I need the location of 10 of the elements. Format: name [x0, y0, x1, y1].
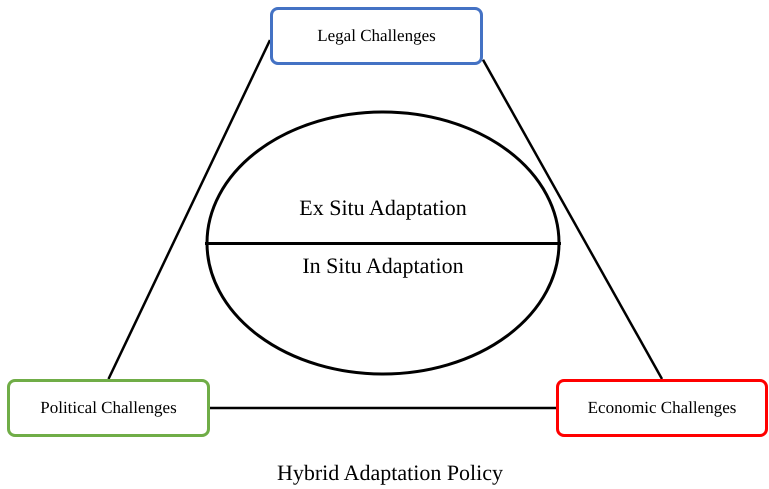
connector-line: [482, 59, 664, 380]
connector-line: [210, 406, 556, 410]
challenge-box: Political Challenges: [7, 379, 210, 437]
caption: Hybrid Adaptation Policy: [276, 460, 504, 486]
node-label: Ex Situ Adaptation: [298, 195, 468, 221]
challenge-box: Legal Challenges: [270, 7, 483, 65]
node-label: In Situ Adaptation: [301, 253, 465, 279]
challenge-box: Economic Challenges: [556, 379, 768, 437]
connector-line: [107, 40, 272, 380]
ellipse-node: [205, 110, 561, 376]
